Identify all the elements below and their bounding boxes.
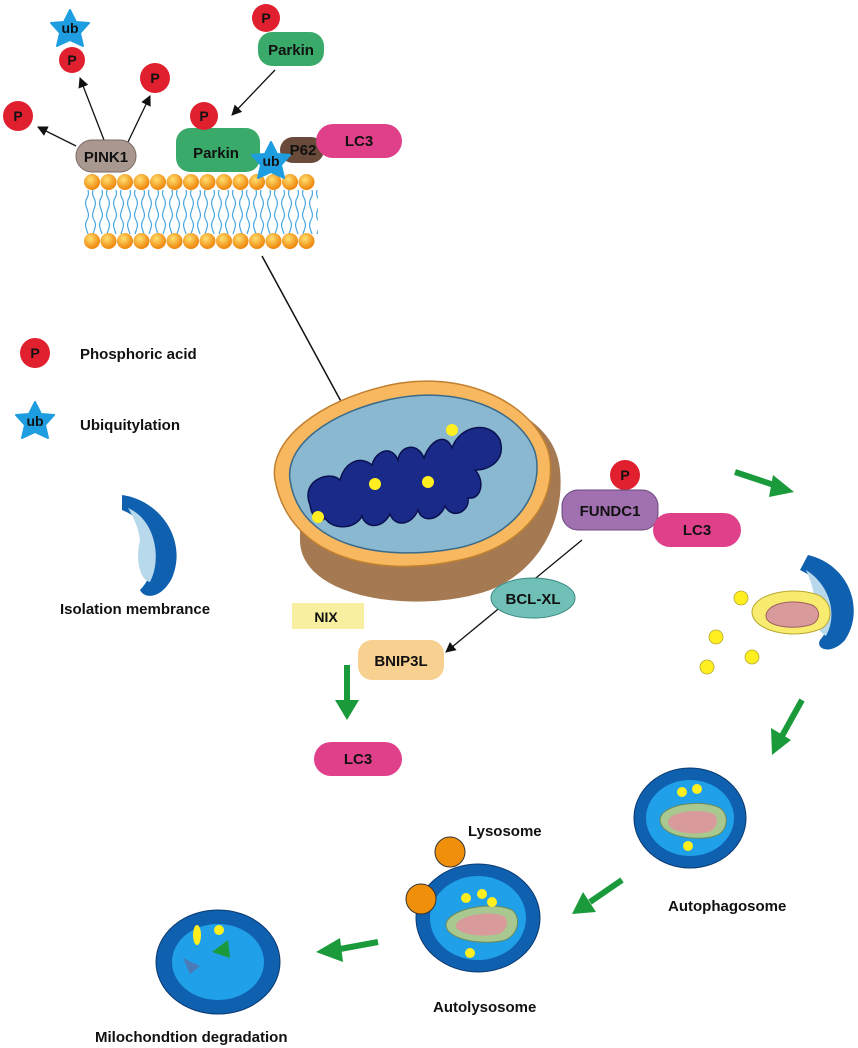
- nix-label-box: NIX: [292, 603, 364, 629]
- lipid-head: [100, 233, 117, 249]
- degraded-vesicle: [155, 909, 281, 1015]
- isolation-membrane-label: Isolation membrance: [60, 601, 210, 618]
- lipid-head: [183, 233, 199, 249]
- lipid-head: [84, 233, 100, 249]
- lc3-membrane: LC3: [316, 124, 402, 158]
- lipid-head: [133, 174, 150, 190]
- phospho-icon: P: [3, 101, 33, 131]
- lysosome-label: Lysosome: [468, 823, 542, 840]
- lipid-head: [150, 233, 166, 249]
- ubiquitin-star-icon: ub: [251, 141, 291, 179]
- svg-text:P62: P62: [290, 142, 317, 159]
- phospho-icon: P: [140, 63, 170, 93]
- green-arrow-to-engulf: [734, 469, 794, 497]
- mitochondrion: [273, 380, 561, 602]
- lipid-head: [282, 174, 298, 190]
- green-arrow-bnip3l-lc3: [335, 665, 359, 720]
- lipid-head: [166, 233, 183, 249]
- svg-text:LC3: LC3: [344, 751, 372, 768]
- svg-text:NIX: NIX: [314, 609, 338, 625]
- lc3-bnip3l: LC3: [314, 742, 402, 776]
- isolation-membrane-icon: [122, 495, 177, 596]
- legend-ubiquitin: ub Ubiquitylation: [15, 401, 180, 439]
- lipid-head: [100, 174, 117, 190]
- arrow-pink1-to-p-right: [127, 95, 151, 143]
- autolysosome: [405, 863, 541, 973]
- svg-text:Phosphoric acid: Phosphoric acid: [80, 346, 197, 363]
- autophagosome: [633, 767, 747, 869]
- svg-text:P: P: [13, 108, 22, 124]
- lipid-head: [265, 174, 282, 190]
- p62-protein: P62: [280, 137, 324, 163]
- lipid-head: [84, 174, 100, 190]
- green-arrow-to-autophagosome: [771, 698, 805, 755]
- degradation-label: Milochondtion degradation: [95, 1029, 287, 1046]
- autophagosome-label: Autophagosome: [668, 898, 786, 915]
- svg-text:ub: ub: [26, 413, 43, 429]
- lipid-head: [282, 233, 298, 249]
- lipid-head: [265, 233, 282, 249]
- lipid-head: [216, 233, 232, 249]
- phospho-icon: P: [610, 460, 640, 490]
- lipid-head: [249, 233, 265, 249]
- phospho-icon: P: [252, 4, 280, 32]
- lipid-head: [199, 233, 216, 249]
- svg-text:P: P: [261, 10, 270, 26]
- svg-text:Ubiquitylation: Ubiquitylation: [80, 417, 180, 434]
- svg-text:BCL-XL: BCL-XL: [506, 591, 561, 608]
- svg-text:LC3: LC3: [683, 522, 711, 539]
- svg-text:PINK1: PINK1: [84, 149, 128, 166]
- green-arrow-to-degradation: [316, 938, 379, 962]
- autolysosome-label: Autolysosome: [433, 999, 536, 1016]
- lipid-bilayer: [84, 174, 318, 249]
- parkin-bound: Parkin: [176, 128, 260, 172]
- svg-text:BNIP3L: BNIP3L: [374, 653, 427, 670]
- lipid-head: [133, 233, 150, 249]
- arrow-parkin-recruit: [231, 69, 276, 116]
- green-arrow-to-autolysosome: [572, 877, 624, 914]
- engulfing-mitochondrion: [699, 555, 854, 675]
- lipid-head: [183, 174, 199, 190]
- svg-text:Parkin: Parkin: [268, 42, 314, 59]
- lipid-heads-top: [84, 174, 315, 190]
- parkin-free: Parkin: [258, 32, 324, 66]
- lc3-fundc1: LC3: [653, 513, 741, 547]
- lipid-head: [216, 174, 232, 190]
- lipid-head: [232, 174, 249, 190]
- lipid-head: [249, 174, 265, 190]
- arrow-pink1-to-p-ub: [78, 77, 105, 141]
- svg-text:P: P: [199, 108, 208, 124]
- lipid-head: [117, 174, 133, 190]
- svg-text:P: P: [150, 70, 159, 86]
- lipid-head: [298, 174, 315, 190]
- lipid-head: [117, 233, 133, 249]
- svg-text:FUNDC1: FUNDC1: [580, 503, 641, 520]
- svg-text:LC3: LC3: [345, 133, 373, 150]
- lipid-head: [166, 174, 183, 190]
- bnip3l-protein: BNIP3L: [358, 640, 444, 680]
- lipid-head: [150, 174, 166, 190]
- lipid-head: [232, 233, 249, 249]
- phospho-icon: P: [59, 47, 85, 73]
- svg-text:P: P: [30, 345, 39, 361]
- svg-text:Parkin: Parkin: [193, 145, 239, 162]
- svg-text:ub: ub: [61, 20, 78, 36]
- lysosome-fusing-icon: [405, 883, 437, 915]
- arrow-pink1-to-p-left: [37, 126, 77, 147]
- svg-text:P: P: [67, 52, 76, 68]
- ubiquitin-star-icon: ub: [50, 9, 90, 47]
- lipid-head: [298, 233, 315, 249]
- lipid-head: [199, 174, 216, 190]
- legend-phospho: P Phosphoric acid: [20, 338, 197, 368]
- bcl-xl-protein: BCL-XL: [490, 577, 576, 619]
- pink1-protein: PINK1: [75, 139, 137, 173]
- svg-text:ub: ub: [262, 153, 279, 169]
- svg-text:P: P: [620, 467, 629, 483]
- phospho-icon: P: [190, 102, 218, 130]
- lipid-heads-bottom: [84, 233, 315, 249]
- lysosome-icon: [434, 836, 466, 868]
- fundc1-protein: FUNDC1: [561, 489, 659, 531]
